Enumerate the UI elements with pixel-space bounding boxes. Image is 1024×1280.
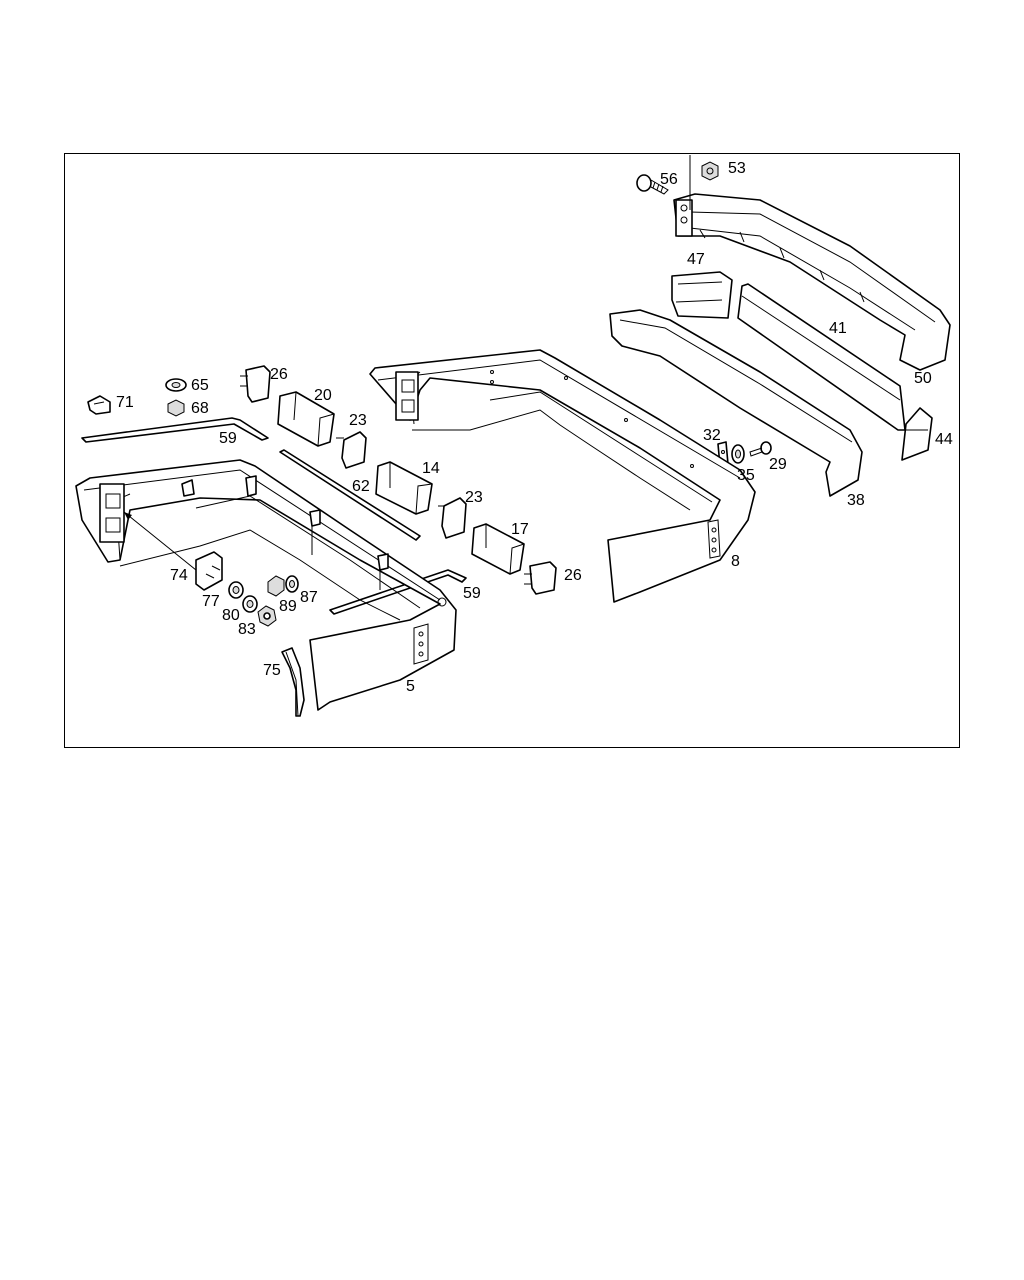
part-14-block[interactable] [375, 461, 433, 515]
callout-59-lower: 59 [463, 585, 481, 602]
callout-47: 47 [687, 251, 705, 268]
callout-62: 62 [352, 478, 370, 495]
leader-74 [123, 511, 197, 571]
callout-14: 14 [422, 460, 440, 477]
callout-26-bottom: 26 [564, 567, 582, 584]
callout-87: 87 [300, 589, 318, 606]
callout-59-upper: 59 [219, 430, 237, 447]
callout-35: 35 [737, 467, 755, 484]
part-8-bumper[interactable] [369, 349, 756, 603]
callout-29: 29 [769, 456, 787, 473]
part-50-bumper[interactable] [673, 193, 951, 371]
part-23-bracket-a[interactable] [336, 431, 367, 469]
part-83-nut[interactable] [257, 605, 277, 627]
callout-41: 41 [829, 320, 847, 337]
callout-32: 32 [703, 427, 721, 444]
part-80-washer[interactable] [242, 595, 258, 613]
part-89-nut[interactable] [267, 575, 285, 597]
part-77-washer[interactable] [228, 581, 244, 599]
part-71-clip[interactable] [87, 395, 111, 415]
callout-68: 68 [191, 400, 209, 417]
part-44-corner[interactable] [901, 407, 933, 461]
part-59-trim-lower[interactable] [329, 569, 467, 615]
callout-50: 50 [914, 370, 932, 387]
part-62-strip[interactable] [279, 449, 421, 541]
callout-83: 83 [238, 621, 256, 638]
part-26-bracket-top[interactable] [240, 365, 271, 403]
part-47-end-cap[interactable] [671, 271, 733, 319]
part-35-washer[interactable] [731, 444, 745, 464]
part-26-bracket-b[interactable] [524, 561, 557, 595]
callout-74: 74 [170, 567, 188, 584]
part-68-nut[interactable] [167, 399, 185, 417]
part-65-washer[interactable] [165, 378, 187, 392]
part-74-bracket[interactable] [195, 551, 223, 591]
callout-89: 89 [279, 598, 297, 615]
callout-8: 8 [731, 553, 740, 570]
part-23-bracket-b[interactable] [438, 497, 467, 539]
arrow-head [124, 512, 132, 520]
callout-77: 77 [202, 593, 220, 610]
diagram-frame [64, 153, 960, 748]
callout-65: 65 [191, 377, 209, 394]
callout-44: 44 [935, 431, 953, 448]
callout-5: 5 [406, 678, 415, 695]
callout-20: 20 [314, 387, 332, 404]
part-38-strip[interactable] [609, 309, 863, 497]
callout-38: 38 [847, 492, 865, 509]
callout-17: 17 [511, 521, 529, 538]
part-59-trim-upper[interactable] [81, 417, 269, 443]
callout-80: 80 [222, 607, 240, 624]
part-75-seal[interactable] [281, 647, 305, 717]
part-20-block[interactable] [277, 391, 335, 447]
part-29-bolt[interactable] [749, 441, 772, 457]
callout-71: 71 [116, 394, 134, 411]
callout-26-top: 26 [270, 366, 288, 383]
callout-23-a: 23 [349, 412, 367, 429]
part-5-bumper[interactable] [75, 459, 457, 711]
part-53-nut[interactable] [701, 161, 719, 181]
callout-56: 56 [660, 171, 678, 188]
part-17-block[interactable] [471, 523, 525, 575]
part-87-washer[interactable] [285, 575, 299, 593]
callout-75: 75 [263, 662, 281, 679]
part-56-screw[interactable] [636, 174, 669, 195]
callout-23-b: 23 [465, 489, 483, 506]
callout-53: 53 [728, 160, 746, 177]
